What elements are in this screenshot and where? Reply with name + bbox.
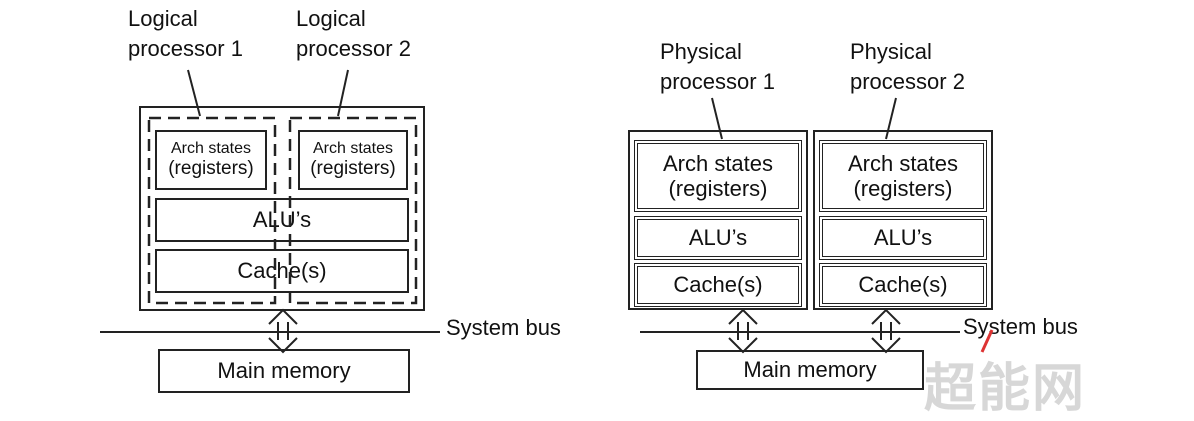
alu-box: ALU’s	[155, 198, 409, 242]
arch-states-box-2: Arch states(registers)	[298, 130, 408, 190]
system-bus-label-right: System bus	[963, 314, 1078, 339]
pointer-line-physical-1	[711, 97, 723, 140]
arch-states-box-1: Arch states(registers)	[155, 130, 267, 190]
logical-processor-2-outline	[288, 116, 418, 305]
bus-arrow-right-2	[871, 308, 901, 354]
alu-box-p2: ALU’s	[819, 216, 987, 260]
cache-box: Cache(s)	[155, 249, 409, 293]
arch-states-box-p2: Arch states(registers)	[819, 140, 987, 212]
pointer-line-physical-2	[885, 97, 897, 140]
system-bus-label: System bus	[446, 315, 561, 340]
pointer-line-logical-2	[337, 69, 349, 117]
red-mark-icon	[980, 329, 994, 353]
main-memory-box: Main memory	[158, 349, 410, 393]
arch-states-box-p1: Arch states(registers)	[634, 140, 802, 212]
bus-arrow-left	[268, 308, 298, 354]
main-memory-box-right: Main memory	[696, 350, 924, 390]
logical-processor-1-outline	[147, 116, 277, 305]
cache-box-p1: Cache(s)	[634, 263, 802, 307]
bus-arrow-right-1	[728, 308, 758, 354]
cache-box-p2: Cache(s)	[819, 263, 987, 307]
watermark-logo: 超能网	[924, 358, 1087, 419]
alu-box-p1: ALU’s	[634, 216, 802, 260]
pointer-line-logical-1	[187, 69, 201, 117]
